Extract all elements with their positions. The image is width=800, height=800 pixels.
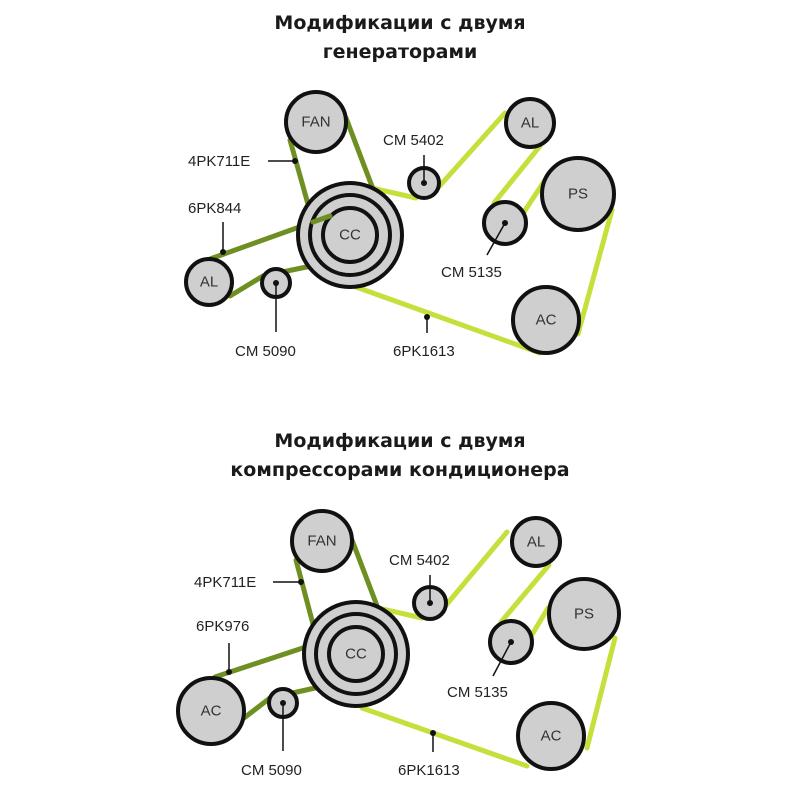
- label-6pk976: 6PK976: [196, 618, 249, 635]
- label-cm5090: CM 5090: [235, 343, 296, 360]
- pulley-ac: [516, 701, 586, 771]
- title-line-1: Модификации с двумя: [274, 430, 525, 452]
- pulley-cc-label: CC: [339, 227, 361, 244]
- pulley-left-label: AC: [201, 703, 222, 720]
- label-4pk711e: 4PK711E: [194, 574, 256, 591]
- label-cm5402: CM 5402: [383, 132, 444, 149]
- label-cm5135: CM 5135: [441, 264, 502, 281]
- pulley-power-steering: [540, 156, 616, 232]
- title-line-2: компрессорами кондиционера: [230, 459, 569, 481]
- label-4pk711e: 4PK711E: [188, 153, 250, 170]
- pulley-fan: [290, 509, 354, 573]
- pulley-alternator-top-label: AL: [527, 534, 545, 551]
- label-6pk1613: 6PK1613: [393, 343, 455, 360]
- pulley-cc-label: CC: [345, 646, 367, 663]
- pulley-fan: [284, 90, 348, 154]
- pulley-ac: [511, 285, 581, 355]
- pulley-alternator-top-label: AL: [521, 115, 539, 132]
- pulley-left-ac: [176, 676, 246, 746]
- pulley-alternator-top: [510, 516, 562, 568]
- pulley-fan-label: FAN: [307, 533, 336, 550]
- pulley-crankshaft: [296, 181, 404, 289]
- pulley-alternator-top: [504, 97, 556, 149]
- pulley-crankshaft: [302, 600, 410, 708]
- pulley-fan-label: FAN: [301, 114, 330, 131]
- title-line-2: генераторами: [323, 41, 478, 63]
- title-line-1: Модификации с двумя: [274, 12, 525, 34]
- label-6pk1613: 6PK1613: [398, 762, 460, 779]
- pulley-ac-label: AC: [541, 728, 562, 745]
- pulley-power-steering: [547, 577, 621, 651]
- pulley-ps-label: PS: [568, 186, 588, 203]
- pulley-ac-label: AC: [536, 312, 557, 329]
- label-6pk844: 6PK844: [188, 200, 241, 217]
- label-cm5090: CM 5090: [241, 762, 302, 779]
- pulley-ps-label: PS: [574, 606, 594, 623]
- label-cm5135: CM 5135: [447, 684, 508, 701]
- label-cm5402: CM 5402: [389, 552, 450, 569]
- diagram-two-ac-compressors: Модификации с двумя компрессорами кондиц…: [176, 430, 621, 779]
- belt-6pk1613: [353, 110, 615, 356]
- pulley-left: [184, 257, 234, 307]
- pulley-left-label: AL: [200, 274, 218, 291]
- diagram-two-alternators: Модификации с двумя генераторами FAN AL: [184, 12, 616, 360]
